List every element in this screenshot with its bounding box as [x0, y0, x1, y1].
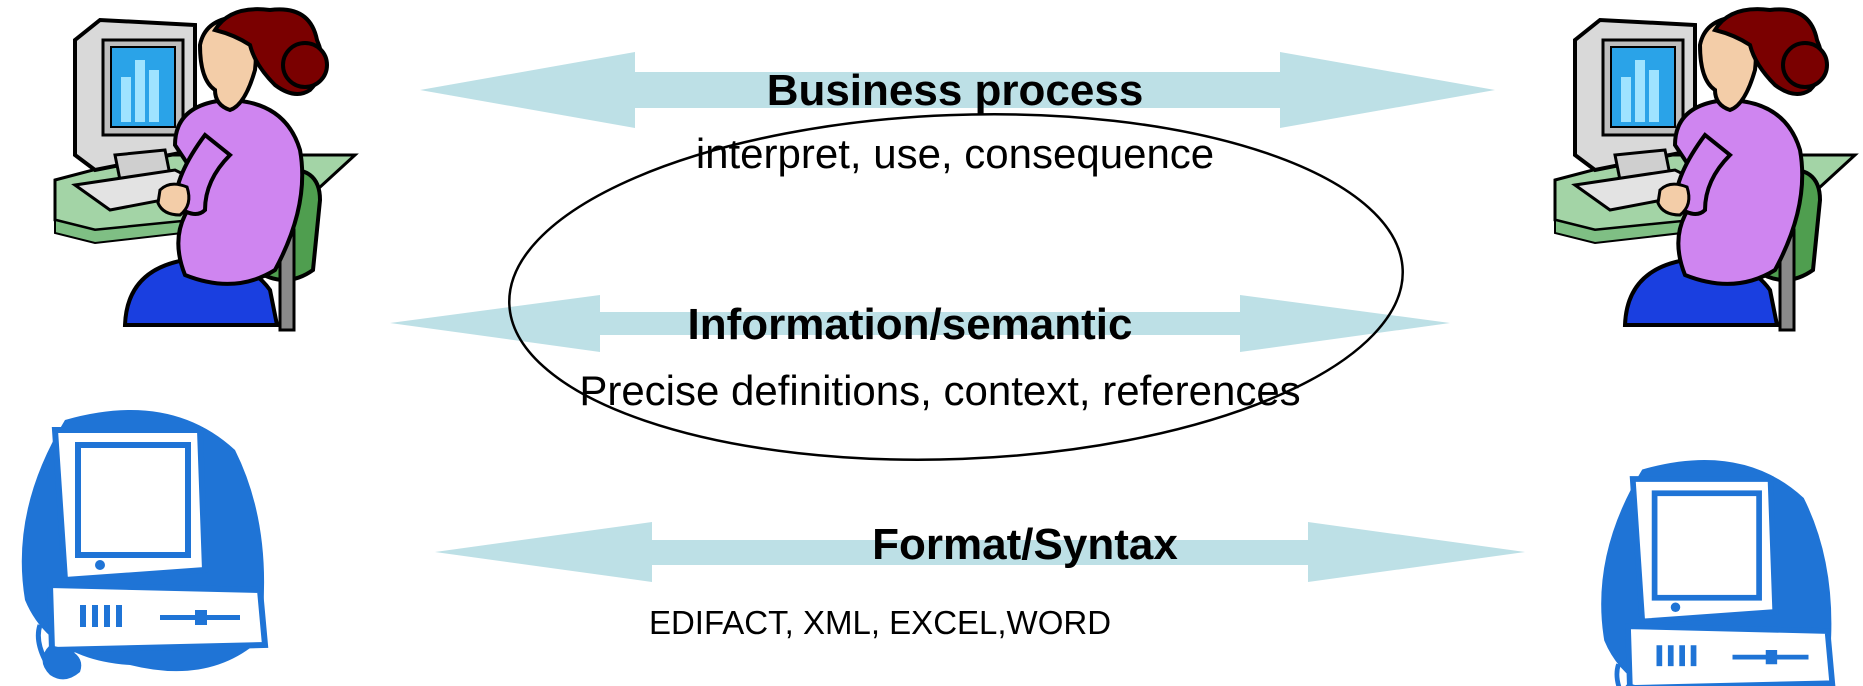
information-semantic-title: Information/semantic	[687, 300, 1133, 349]
information-semantic-arrow	[390, 295, 1450, 352]
business-process-title: Business process	[766, 66, 1144, 115]
woman-at-computer-icon-right	[1553, 7, 1857, 333]
business-process-arrow	[420, 52, 1495, 128]
format-syntax-arrow	[435, 522, 1525, 582]
information-semantic-subtitle: Precise definitions, context, references	[579, 367, 1301, 414]
business-process-subtitle: interpret, use, consequence	[695, 130, 1215, 177]
format-syntax-subtitle: EDIFACT, XML, EXCEL,WORD	[648, 604, 1112, 641]
semantic-ellipse	[508, 113, 1404, 461]
desktop-computer-icon-right	[1601, 460, 1832, 686]
woman-at-computer-icon-left	[53, 7, 357, 333]
desktop-computer-icon-left	[22, 410, 265, 679]
format-syntax-title: Format/Syntax	[872, 520, 1178, 569]
